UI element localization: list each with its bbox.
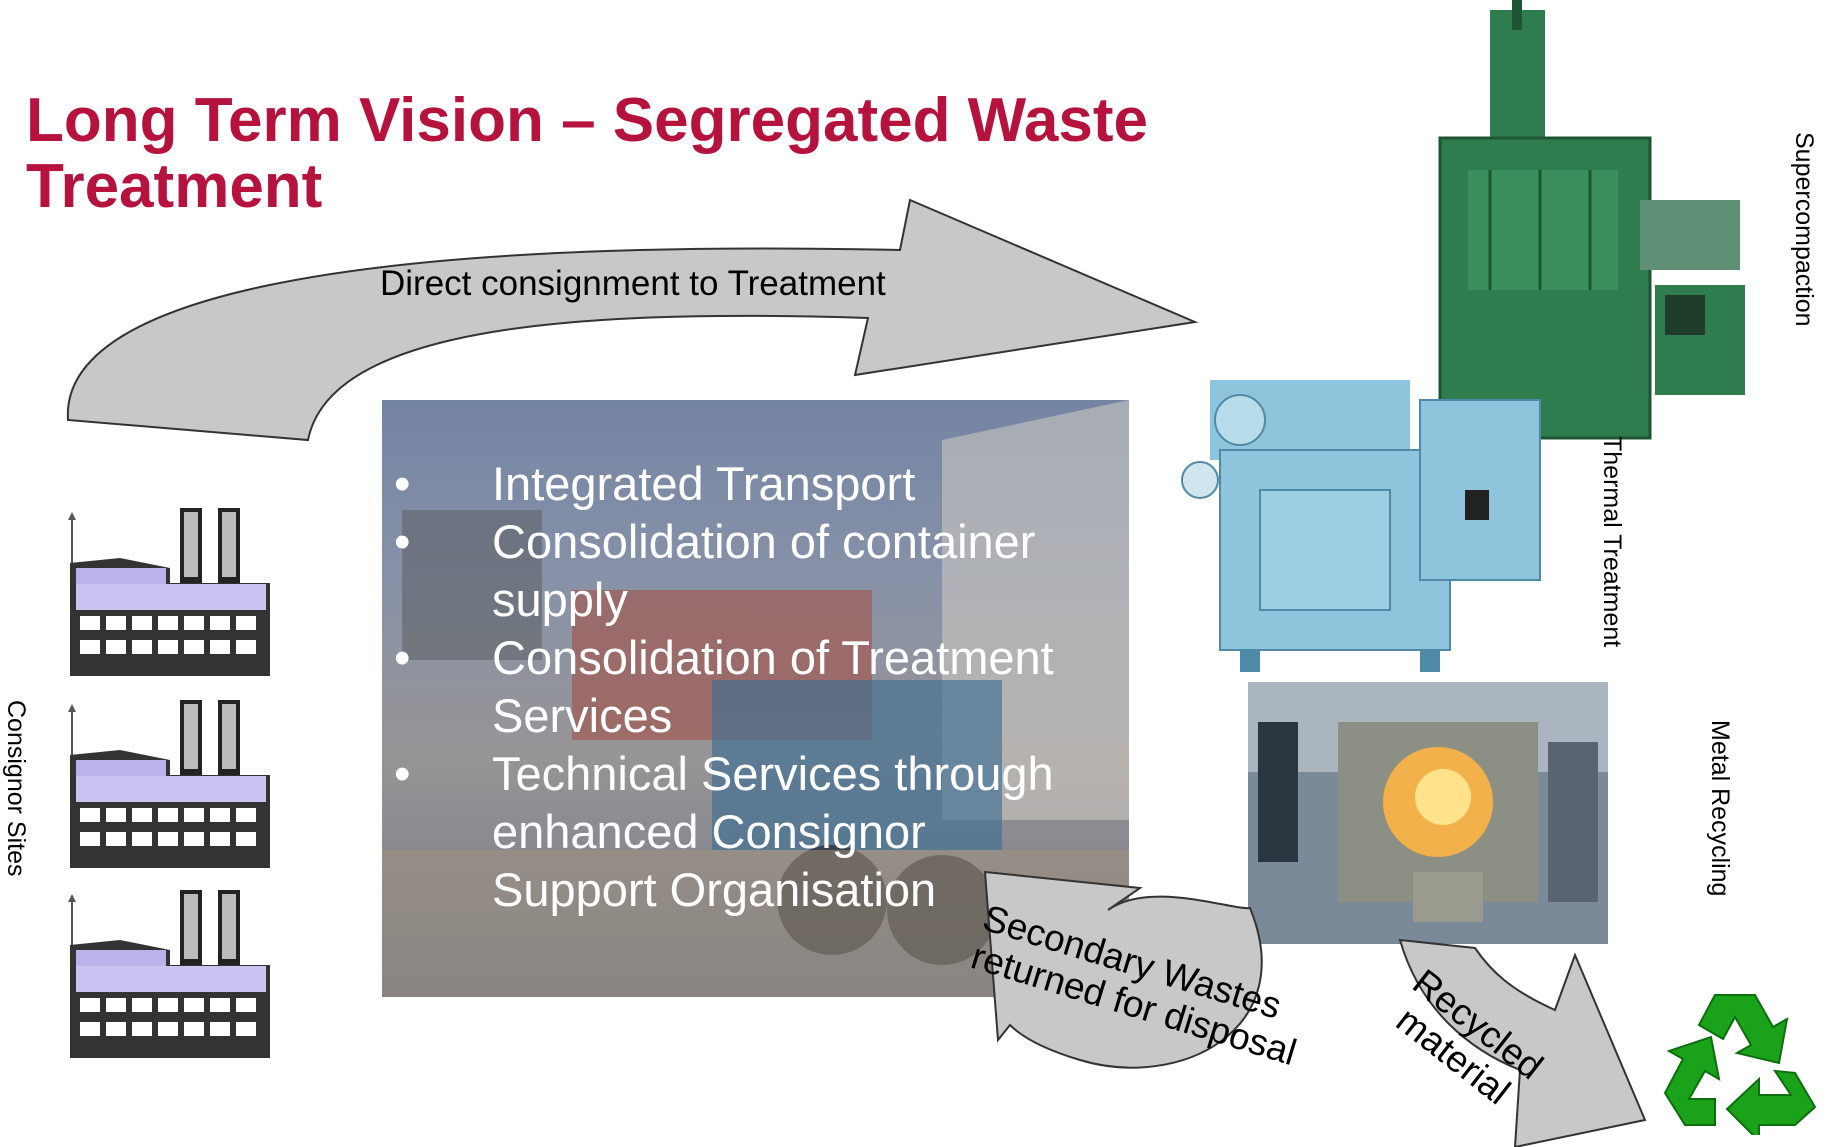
benefits-list: Integrated Transport Consolidation of co…: [392, 455, 1092, 919]
secondary-wastes-arrow: [983, 870, 1263, 1069]
direct-consignment-label: Direct consignment to Treatment: [380, 264, 886, 303]
page-title: Long Term Vision – Segregated Waste Trea…: [26, 86, 1148, 221]
list-item: Consolidation of Treatment Services: [392, 629, 1092, 745]
list-item: Technical Services through enhanced Cons…: [392, 745, 1092, 919]
list-item: Integrated Transport: [392, 455, 1092, 513]
recycle-icon: [1663, 994, 1817, 1135]
supercompaction-machine: [1438, 0, 1745, 440]
thermal-treatment-machine: [1181, 380, 1541, 672]
recycled-material-arrow: [1398, 938, 1647, 1147]
list-item: Consolidation of container supply: [392, 513, 1092, 629]
metal-recycling-photo: [1248, 682, 1608, 944]
